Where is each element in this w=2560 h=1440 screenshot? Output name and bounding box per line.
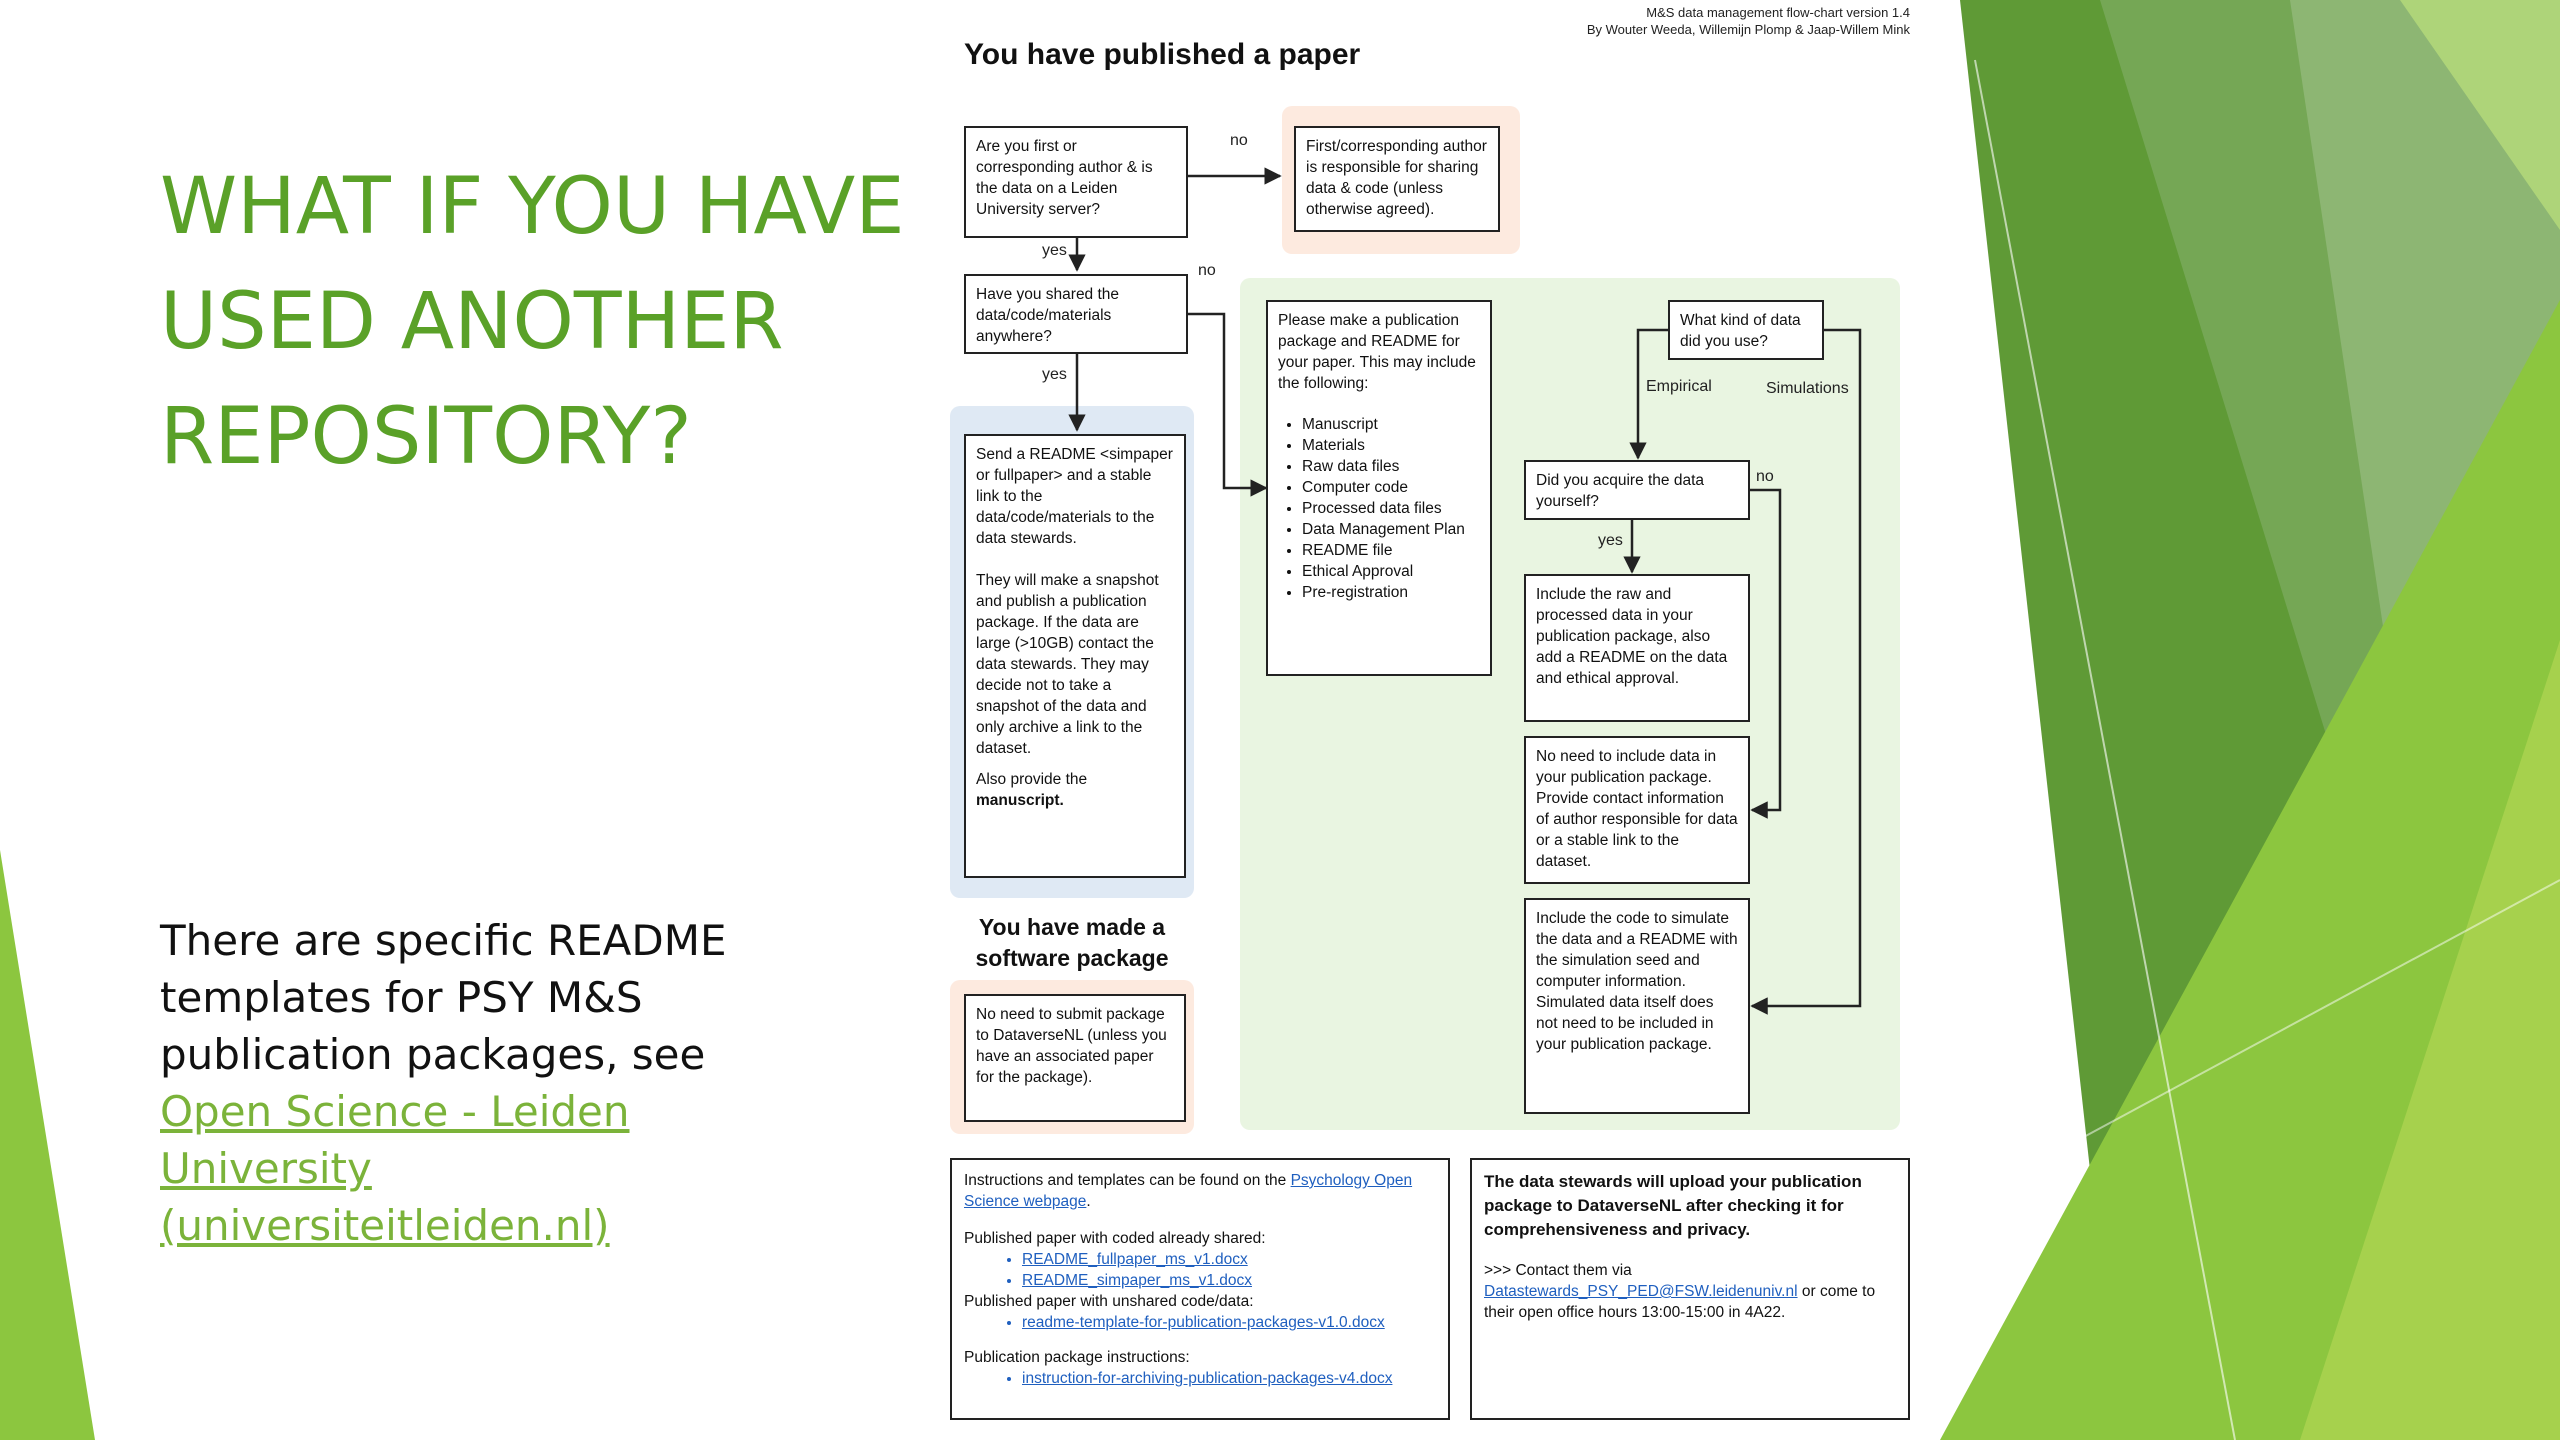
box-question-shared: Have you shared the data/code/materials … (964, 274, 1188, 354)
left-green-sliver (0, 850, 95, 1440)
open-science-link[interactable]: Open Science - Leiden University (univer… (160, 1087, 630, 1250)
send-readme-text-3: Also provide the manuscript. (976, 769, 1174, 811)
package-item: Materials (1302, 435, 1480, 456)
right-pale-band (2400, 0, 2560, 230)
package-item: Computer code (1302, 477, 1480, 498)
flowchart-title: You have published a paper (964, 38, 1361, 71)
send-readme-text-3-bold: manuscript. (976, 792, 1064, 809)
box-question-data-kind: What kind of data did you use? (1668, 300, 1824, 360)
package-item: Manuscript (1302, 414, 1480, 435)
readme-fullpaper-link[interactable]: README_fullpaper_ms_v1.docx (1022, 1249, 1436, 1270)
package-instructions-label: Publication package instructions: (964, 1349, 1190, 1366)
package-instructions-list: instruction-for-archiving-publication-pa… (964, 1368, 1436, 1389)
package-item: Pre-registration (1302, 582, 1480, 603)
label-no-author: no (1230, 132, 1248, 149)
box-data-stewards: The data stewards will upload your publi… (1470, 1158, 1910, 1420)
label-no-acquire: no (1756, 468, 1774, 485)
coded-shared-label: Published paper with coded already share… (964, 1230, 1266, 1247)
right-thin-line-2 (1929, 879, 2560, 1221)
box-author-responsible: First/corresponding author is responsibl… (1294, 126, 1500, 232)
coded-shared-list: README_fullpaper_ms_v1.docx README_simpa… (964, 1249, 1436, 1291)
label-empirical: Empirical (1646, 378, 1712, 395)
box-question-author: Are you first or corresponding author & … (964, 126, 1188, 238)
arrow-simulations (1750, 328, 1862, 1015)
instructions-text: Instructions and templates can be found … (964, 1170, 1436, 1212)
package-item: Processed data files (1302, 498, 1480, 519)
package-item: Raw data files (1302, 456, 1480, 477)
readme-simpaper-link[interactable]: README_simpaper_ms_v1.docx (1022, 1270, 1436, 1291)
flowchart-figure: M&S data management flow-chart version 1… (932, 0, 1928, 1440)
arrow-acquire-no (1750, 488, 1782, 819)
stewards-contact-prefix: >>> Contact them via (1484, 1262, 1632, 1279)
flowchart-header: M&S data management flow-chart version 1… (1587, 4, 1910, 38)
arrow-empirical (1629, 328, 1668, 460)
box-send-readme: Send a README <simpaper or fullpaper> an… (964, 434, 1186, 878)
psychology-open-science-link[interactable]: Psychology Open Science webpage (964, 1172, 1413, 1210)
send-readme-text-1: Send a README <simpaper or fullpaper> an… (976, 446, 1173, 547)
stewards-contact: Datastewards_PSY_PED@FSW.leidenuniv.nl o… (1484, 1281, 1896, 1323)
send-readme-text-3-prefix: Also provide the (976, 771, 1088, 788)
package-items-list: Manuscript Materials Raw data files Comp… (1278, 414, 1480, 603)
package-intro-text: Please make a publication package and RE… (1278, 312, 1476, 392)
send-readme-text-2: They will make a snapshot and publish a … (976, 572, 1159, 757)
flowchart-version: M&S data management flow-chart version 1… (1646, 5, 1910, 20)
box-include-raw: Include the raw and processed data in yo… (1524, 574, 1750, 722)
box-instructions: Instructions and templates can be found … (950, 1158, 1450, 1420)
slide-title: WHAT IF YOU HAVE USED ANOTHER REPOSITORY… (160, 162, 905, 482)
package-item: Ethical Approval (1302, 561, 1480, 582)
right-lime-band (2300, 640, 2560, 1440)
label-yes-acquire: yes (1598, 532, 1623, 549)
stewards-contact-suffix: or come to their open office hours 13:00… (1484, 1283, 1876, 1321)
package-item: Data Management Plan (1302, 519, 1480, 540)
box-no-need-data: No need to include data in your publicat… (1524, 736, 1750, 884)
unshared-list: readme-template-for-publication-packages… (964, 1312, 1436, 1333)
flowchart-authors: By Wouter Weeda, Willemijn Plomp & Jaap-… (1586, 22, 1910, 37)
flow-arrows (1068, 167, 1862, 1015)
arrow-shared-no (1188, 312, 1268, 497)
box-publication-package: Please make a publication package and RE… (1266, 300, 1492, 676)
software-title: You have made a software package (975, 914, 1169, 971)
archiving-instructions-link[interactable]: instruction-for-archiving-publication-pa… (1022, 1368, 1436, 1389)
body-text: There are specific README templates for … (160, 916, 727, 1079)
stewards-email-link[interactable]: Datastewards_PSY_PED@FSW.leidenuniv.nl (1484, 1283, 1798, 1300)
instructions-suffix: . (1086, 1193, 1091, 1210)
label-simulations: Simulations (1766, 380, 1849, 397)
right-thin-line-1 (1974, 59, 2236, 1440)
box-software: No need to submit package to DataverseNL… (964, 994, 1186, 1122)
label-no-shared: no (1198, 262, 1216, 279)
instructions-prefix: Instructions and templates can be found … (964, 1172, 1287, 1189)
package-item: README file (1302, 540, 1480, 561)
stewards-upload-text: The data stewards will upload your publi… (1484, 1172, 1862, 1239)
label-yes-shared: yes (1042, 366, 1067, 383)
readme-template-link[interactable]: readme-template-for-publication-packages… (1022, 1312, 1436, 1333)
box-include-code: Include the code to simulate the data an… (1524, 898, 1750, 1114)
label-yes-author: yes (1042, 242, 1067, 259)
box-question-acquire: Did you acquire the data yourself? (1524, 460, 1750, 520)
slide-body: There are specific README templates for … (160, 912, 800, 1254)
unshared-label: Published paper with unshared code/data: (964, 1293, 1254, 1310)
